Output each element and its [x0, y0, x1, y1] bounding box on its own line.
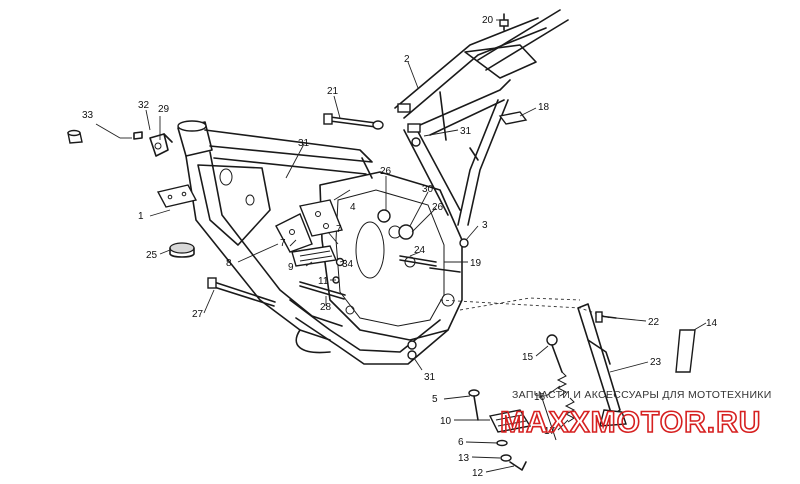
callout-leaders — [95, 19, 707, 473]
side-stand-assembly — [439, 297, 696, 471]
callout-28: 28 — [320, 302, 332, 313]
callout-4: 4 — [350, 202, 356, 213]
callout-34: 34 — [342, 259, 354, 270]
callout-21: 21 — [327, 86, 339, 97]
callout-29: 29 — [158, 104, 170, 115]
callout-8: 8 — [226, 258, 232, 269]
callout-33: 33 — [82, 110, 94, 121]
watermark: ЗАПЧАСТИ И АКСЕССУАРЫ ДЛЯ МОТОТЕХНИКИ MA… — [499, 389, 772, 440]
callout-7b: 7 — [280, 238, 286, 249]
front-hardware — [67, 13, 528, 360]
callout-19: 19 — [470, 258, 482, 269]
callout-7a: 7 — [336, 224, 342, 235]
callout-31a: 31 — [298, 138, 310, 149]
callout-15: 15 — [522, 352, 534, 363]
callout-20: 20 — [482, 15, 494, 26]
callout-26b: 26 — [432, 202, 444, 213]
callout-17: 17 — [544, 426, 556, 437]
callout-24: 24 — [414, 245, 426, 256]
callout-23: 23 — [650, 357, 662, 368]
callout-30: 30 — [422, 184, 434, 195]
callout-11: 11 — [318, 276, 329, 287]
callout-31b: 31 — [460, 126, 472, 137]
callout-10: 10 — [440, 416, 452, 427]
callout-14: 14 — [706, 318, 718, 329]
watermark-brand: MAXXMOTOR.RU — [500, 406, 761, 439]
callout-3: 3 — [482, 220, 488, 231]
callout-31c: 31 — [424, 372, 436, 383]
callout-16: 16 — [534, 392, 546, 403]
callout-9: 9 — [288, 262, 294, 273]
watermark-tagline: ЗАПЧАСТИ И АКСЕССУАРЫ ДЛЯ МОТОТЕХНИКИ — [512, 389, 772, 401]
callout-26a: 26 — [380, 166, 392, 177]
callout-12: 12 — [472, 468, 484, 479]
callout-6: 6 — [458, 437, 464, 448]
callout-22: 22 — [648, 317, 660, 328]
callout-5: 5 — [432, 394, 438, 405]
callout-32: 32 — [138, 100, 150, 111]
callout-13: 13 — [458, 453, 470, 464]
callout-numbers: 1 2 3 4 5 6 7 7 8 9 10 11 12 13 14 15 16… — [82, 15, 718, 479]
rear-subframe — [394, 9, 569, 226]
callout-18: 18 — [538, 102, 550, 113]
callout-2: 2 — [404, 54, 410, 65]
callout-27: 27 — [192, 309, 204, 320]
callout-1: 1 — [138, 211, 144, 222]
callout-25: 25 — [146, 250, 158, 261]
main-frame — [177, 120, 463, 365]
